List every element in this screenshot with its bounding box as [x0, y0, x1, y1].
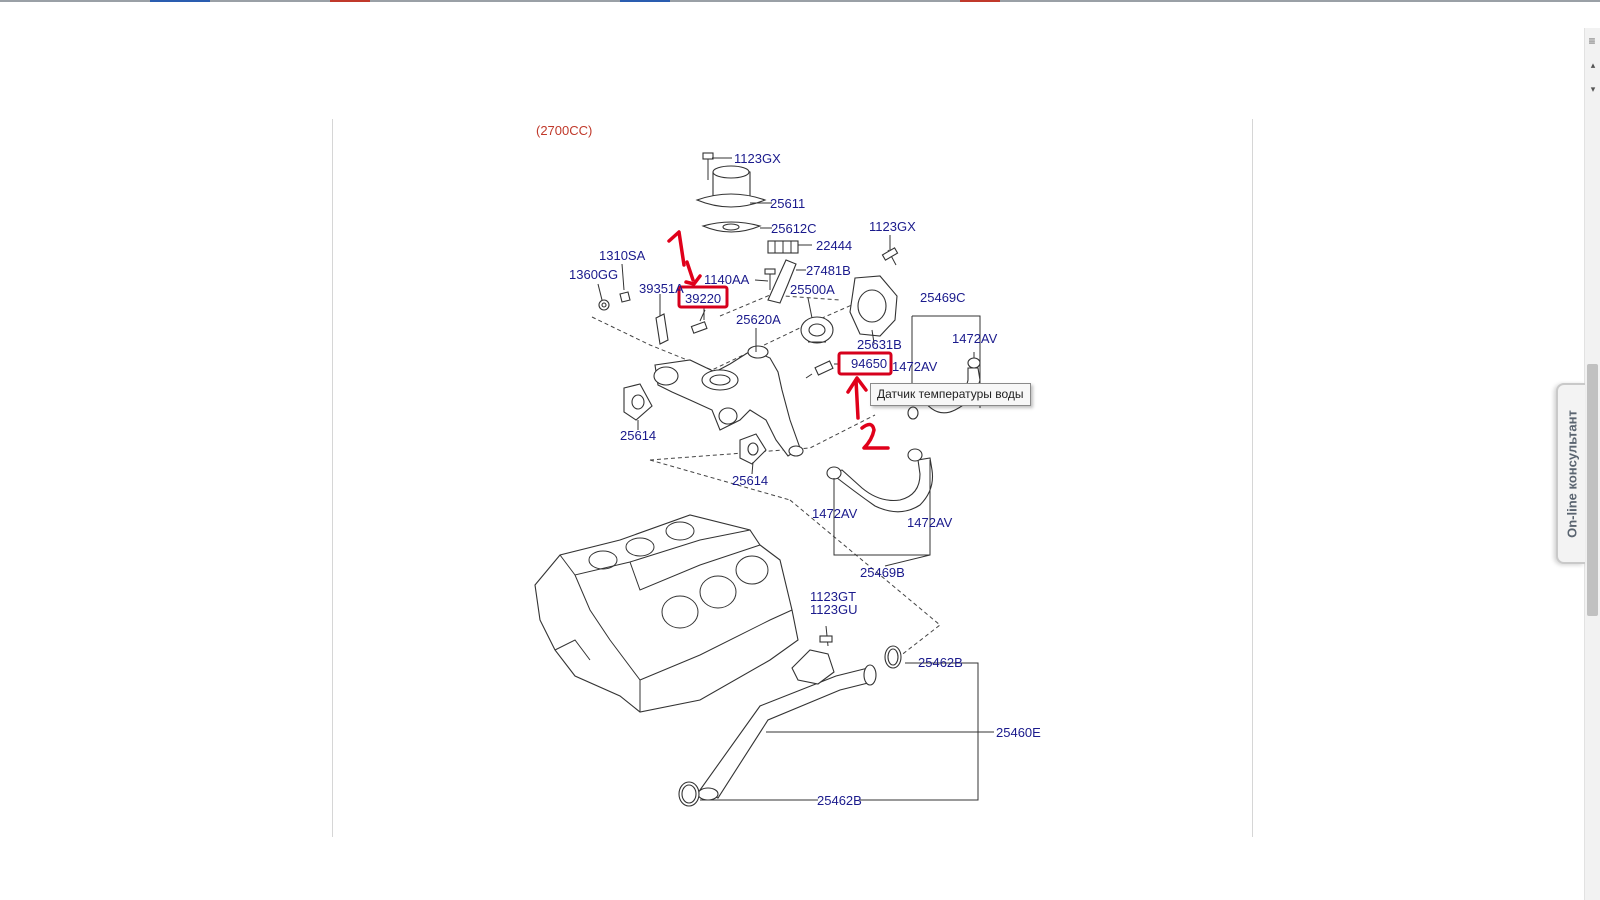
- thermostat-housing-25631b[interactable]: [849, 275, 898, 337]
- bracket-22444[interactable]: [767, 240, 799, 254]
- label-1472av-c: 1472AV: [812, 506, 858, 521]
- online-consultant-tab[interactable]: On-line консультант: [1556, 383, 1585, 564]
- label-1472av-d: 1472AV: [907, 515, 953, 530]
- label-94650: 94650: [851, 356, 887, 371]
- label-39351a: 39351A: [639, 281, 684, 296]
- label-1123gu: 1123GU: [810, 602, 857, 617]
- bolt-1123gx-top[interactable]: [702, 152, 714, 180]
- hose-25469b[interactable]: [830, 457, 934, 513]
- highlight-box-94650: [837, 351, 893, 376]
- engine-block: [534, 514, 799, 713]
- label-1472av-b: 1472AV: [892, 359, 938, 374]
- clamp-1472av-c[interactable]: [826, 466, 842, 480]
- water-pipe-25460e[interactable]: [697, 649, 877, 801]
- temp-sensor-94650[interactable]: [805, 360, 834, 379]
- label-39220: 39220: [685, 291, 721, 306]
- oring-25462b-top[interactable]: [884, 645, 902, 669]
- engine-note: (2700CC): [536, 123, 592, 138]
- label-25614-mid: 25614: [732, 473, 768, 488]
- label-25612c: 25612C: [771, 221, 817, 236]
- bolt-1123gt-1123gu[interactable]: [819, 625, 833, 647]
- outlet-fitting-25611[interactable]: [695, 165, 767, 208]
- water-manifold-25620a[interactable]: [653, 345, 804, 457]
- scroll-down-arrow-icon[interactable]: ▾: [1590, 84, 1596, 94]
- oring-25462b-bottom[interactable]: [678, 781, 700, 807]
- menu-lines-icon[interactable]: ≡: [1588, 34, 1596, 48]
- clamp-1472av-a[interactable]: [967, 357, 981, 369]
- scrollbar-thumb[interactable]: [1587, 364, 1598, 616]
- top-accent-marks: [150, 0, 1000, 2]
- annotation-marker-2: [846, 376, 890, 450]
- label-25469b: 25469B: [860, 565, 905, 580]
- label-1123gx-top: 1123GX: [734, 151, 781, 166]
- label-27481b: 27481B: [806, 263, 851, 278]
- label-1360gg: 1360GG: [569, 267, 618, 282]
- label-25460e: 25460E: [996, 725, 1041, 740]
- part-labels: (2700CC) 1123GX 25611 25612C 22444 1123G…: [536, 123, 1041, 808]
- thermostat-25500a[interactable]: [800, 316, 834, 344]
- label-25614-left: 25614: [620, 428, 656, 443]
- label-1123gx-right: 1123GX: [869, 219, 916, 234]
- vertical-scrollbar[interactable]: ▴ ▾: [1584, 28, 1600, 900]
- browser-top-edge: [0, 0, 1600, 2]
- bracket-39351a[interactable]: [655, 313, 669, 345]
- part-tooltip: Датчик температуры воды: [870, 383, 1031, 406]
- label-22444: 22444: [816, 238, 852, 253]
- clamp-1472av-d[interactable]: [907, 448, 923, 462]
- nut-1310sa[interactable]: [619, 291, 631, 303]
- leader-lines: [597, 157, 994, 801]
- label-25462b-bottom: 25462B: [817, 793, 862, 808]
- label-25611: 25611: [770, 196, 805, 211]
- scroll-up-arrow-icon[interactable]: ▴: [1590, 60, 1596, 70]
- annotation-marker-1: [667, 230, 702, 286]
- sensor-39220[interactable]: [690, 309, 708, 334]
- gasket-25614-left[interactable]: [623, 383, 653, 421]
- label-1310sa: 1310SA: [599, 248, 646, 263]
- parts-diagram-panel: [332, 119, 1253, 837]
- online-consultant-label: On-line консультант: [1564, 409, 1579, 538]
- label-1472av-a: 1472AV: [952, 331, 998, 346]
- label-1140aa: 1140AA: [704, 272, 750, 287]
- label-25462b-top: 25462B: [918, 655, 963, 670]
- bolt-1140aa[interactable]: [764, 268, 776, 290]
- nut-1360gg[interactable]: [598, 299, 610, 311]
- label-25500a: 25500A: [790, 282, 835, 297]
- label-1123gt: 1123GT: [810, 589, 856, 604]
- highlight-box-39220: [677, 285, 729, 309]
- label-25469c: 25469C: [920, 290, 966, 305]
- label-25620a: 25620A: [736, 312, 781, 327]
- gasket-25612c[interactable]: [701, 221, 762, 233]
- bracket-27481b[interactable]: [767, 259, 797, 304]
- gasket-25614-mid[interactable]: [739, 433, 767, 465]
- bolt-1123gx-right[interactable]: [881, 247, 899, 266]
- clamp-1472av-b[interactable]: [907, 406, 919, 420]
- label-25631b: 25631B: [857, 337, 902, 352]
- assembly-dashed-lines: [591, 294, 941, 661]
